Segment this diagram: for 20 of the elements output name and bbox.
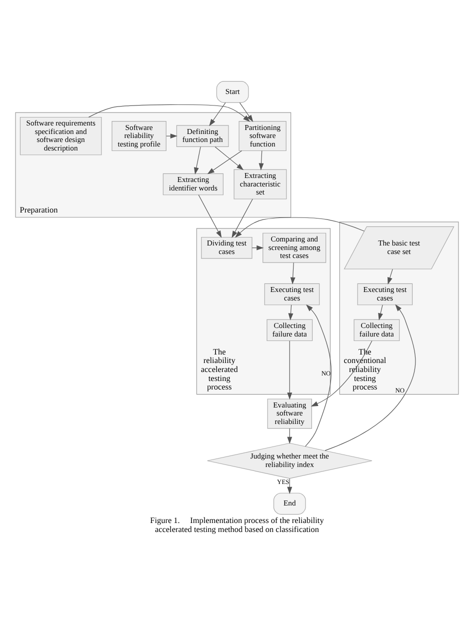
arrow xyxy=(258,150,264,170)
arrow xyxy=(194,146,201,174)
arrow xyxy=(324,304,416,450)
arrow xyxy=(88,104,250,122)
arrow xyxy=(388,268,393,284)
arrow xyxy=(209,102,226,126)
arrow xyxy=(232,198,253,238)
arrow xyxy=(214,146,244,170)
arrow xyxy=(305,304,332,446)
arrow xyxy=(310,340,372,406)
arrow xyxy=(207,150,242,174)
caption: Figure 1. Implementation process of the reliability accelerated testing method based on classification xyxy=(150,516,324,534)
arrow xyxy=(287,340,292,400)
arrow xyxy=(166,133,178,138)
arrow xyxy=(239,102,254,122)
arrow xyxy=(378,304,383,320)
arrow xyxy=(288,304,294,320)
arrow xyxy=(235,216,365,238)
arrow xyxy=(198,194,222,238)
arrow xyxy=(290,262,296,284)
